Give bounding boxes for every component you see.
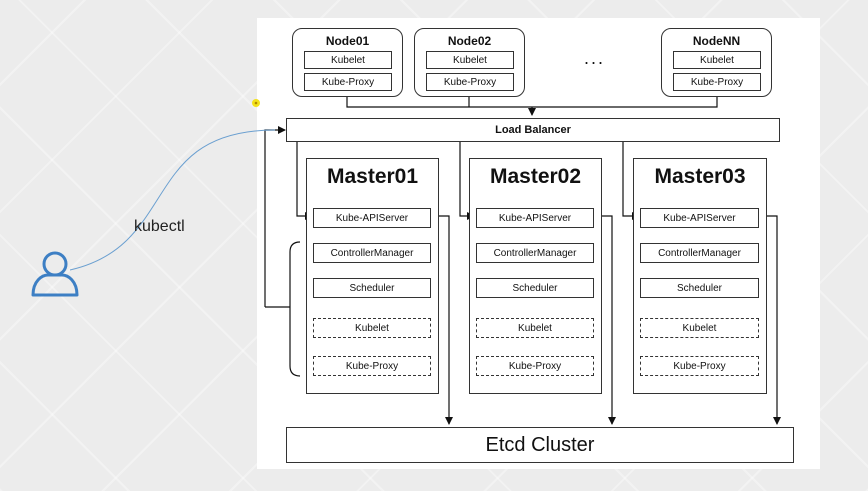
kube-proxy-box[interactable]: Kube-Proxy <box>426 73 514 91</box>
kubelet-box[interactable]: Kubelet <box>640 318 759 338</box>
kubelet-box[interactable]: Kubelet <box>673 51 761 69</box>
kubectl-curve <box>69 129 276 271</box>
node-title: Node02 <box>447 34 492 48</box>
more-nodes-ellipsis: ... <box>584 48 606 68</box>
kubelet-box[interactable]: Kubelet <box>313 318 431 338</box>
kubelet-box[interactable]: Kubelet <box>476 318 594 338</box>
etcd-cluster-box[interactable]: Etcd Cluster <box>286 427 794 463</box>
controller-manager-box[interactable]: ControllerManager <box>640 243 759 263</box>
kubectl-label: kubectl <box>134 218 185 235</box>
master-title: Master02 <box>489 165 582 188</box>
user-icon[interactable] <box>30 248 84 298</box>
master-01[interactable]: Master01 Kube-APIServer ControllerManage… <box>306 158 439 394</box>
kubelet-box[interactable]: Kubelet <box>426 51 514 69</box>
master-03[interactable]: Master03 Kube-APIServer ControllerManage… <box>633 158 767 394</box>
kubelet-box[interactable]: Kubelet <box>304 51 392 69</box>
kube-proxy-box[interactable]: Kube-Proxy <box>304 73 392 91</box>
kube-proxy-box[interactable]: Kube-Proxy <box>476 356 594 376</box>
kube-proxy-box[interactable]: Kube-Proxy <box>313 356 431 376</box>
master-title: Master03 <box>654 165 746 188</box>
controller-manager-box[interactable]: ControllerManager <box>313 243 431 263</box>
controller-manager-box[interactable]: ControllerManager <box>476 243 594 263</box>
kube-proxy-box[interactable]: Kube-Proxy <box>673 73 761 91</box>
node-title: NodeNN <box>692 34 741 48</box>
worker-node-02[interactable]: Node02 Kubelet Kube-Proxy <box>414 28 525 97</box>
scheduler-box[interactable]: Scheduler <box>476 278 594 298</box>
worker-node-nn[interactable]: NodeNN Kubelet Kube-Proxy <box>661 28 772 97</box>
kube-proxy-box[interactable]: Kube-Proxy <box>640 356 759 376</box>
master-title: Master01 <box>326 165 419 188</box>
kube-apiserver-box[interactable]: Kube-APIServer <box>476 208 594 228</box>
scheduler-box[interactable]: Scheduler <box>640 278 759 298</box>
kube-apiserver-box[interactable]: Kube-APIServer <box>640 208 759 228</box>
scheduler-box[interactable]: Scheduler <box>313 278 431 298</box>
load-balancer-box[interactable]: Load Balancer <box>286 118 780 142</box>
worker-node-01[interactable]: Node01 Kubelet Kube-Proxy <box>292 28 403 97</box>
master-02[interactable]: Master02 Kube-APIServer ControllerManage… <box>469 158 602 394</box>
kube-apiserver-box[interactable]: Kube-APIServer <box>313 208 431 228</box>
node-title: Node01 <box>325 34 370 48</box>
